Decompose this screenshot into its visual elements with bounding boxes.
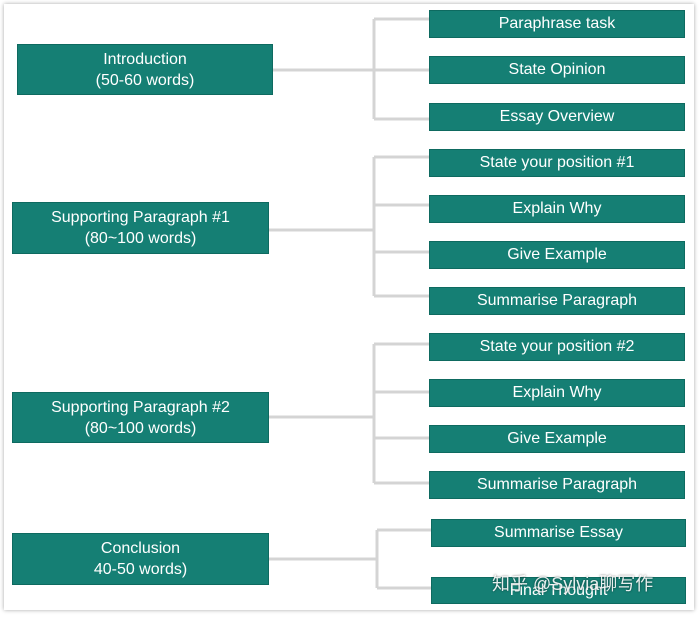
item-paraphrase-task: Paraphrase task: [429, 10, 685, 38]
watermark-text: 知乎 @Sylvia聊写作: [492, 574, 654, 594]
item-essay-overview: Essay Overview: [429, 103, 685, 131]
item-label: State your position #2: [479, 338, 635, 355]
section-title: Supporting Paragraph #2: [51, 398, 230, 416]
item-state-position-1: State your position #1: [429, 149, 685, 177]
section-supporting-paragraph-2: Supporting Paragraph #2 (80~100 words): [12, 392, 269, 443]
item-label: Give Example: [507, 430, 607, 447]
item-final-thought: Final Thought: [431, 577, 686, 604]
item-label: Essay Overview: [499, 108, 615, 125]
item-label: State Opinion: [508, 61, 606, 78]
section-subtitle: (50-60 words): [95, 71, 195, 89]
item-explain-why-2: Explain Why: [429, 379, 685, 407]
item-summarise-essay: Summarise Essay: [431, 519, 686, 547]
section-conclusion: Conclusion 40-50 words): [12, 533, 269, 585]
item-label: Explain Why: [512, 384, 602, 401]
item-label: Summarise Paragraph: [476, 476, 638, 493]
item-label: State your position #1: [479, 154, 635, 171]
item-label: Summarise Essay: [494, 524, 623, 541]
section-title: Supporting Paragraph #1: [51, 209, 230, 226]
section-subtitle: (80~100 words): [84, 230, 197, 247]
item-label: Explain Why: [512, 200, 602, 217]
item-summarise-paragraph-2: Summarise Paragraph: [429, 471, 685, 499]
item-label: Give Example: [507, 246, 607, 263]
section-supporting-paragraph-1: Supporting Paragraph #1 (80~100 words): [12, 202, 269, 254]
section-title: Conclusion: [100, 540, 181, 557]
item-give-example-2: Give Example: [429, 425, 685, 453]
item-label: Paraphrase task: [498, 15, 616, 32]
item-label: Final Thought: [509, 581, 608, 599]
item-state-opinion: State Opinion: [429, 56, 685, 84]
section-title: Introduction: [103, 50, 187, 68]
section-subtitle: 40-50 words): [93, 561, 188, 578]
section-subtitle: (80~100 words): [84, 419, 197, 437]
item-summarise-paragraph-1: Summarise Paragraph: [429, 287, 685, 315]
item-give-example-1: Give Example: [429, 241, 685, 269]
section-introduction: Introduction (50-60 words): [17, 44, 273, 95]
item-explain-why-1: Explain Why: [429, 195, 685, 223]
item-state-position-2: State your position #2: [429, 333, 685, 361]
item-label: Summarise Paragraph: [476, 292, 638, 309]
